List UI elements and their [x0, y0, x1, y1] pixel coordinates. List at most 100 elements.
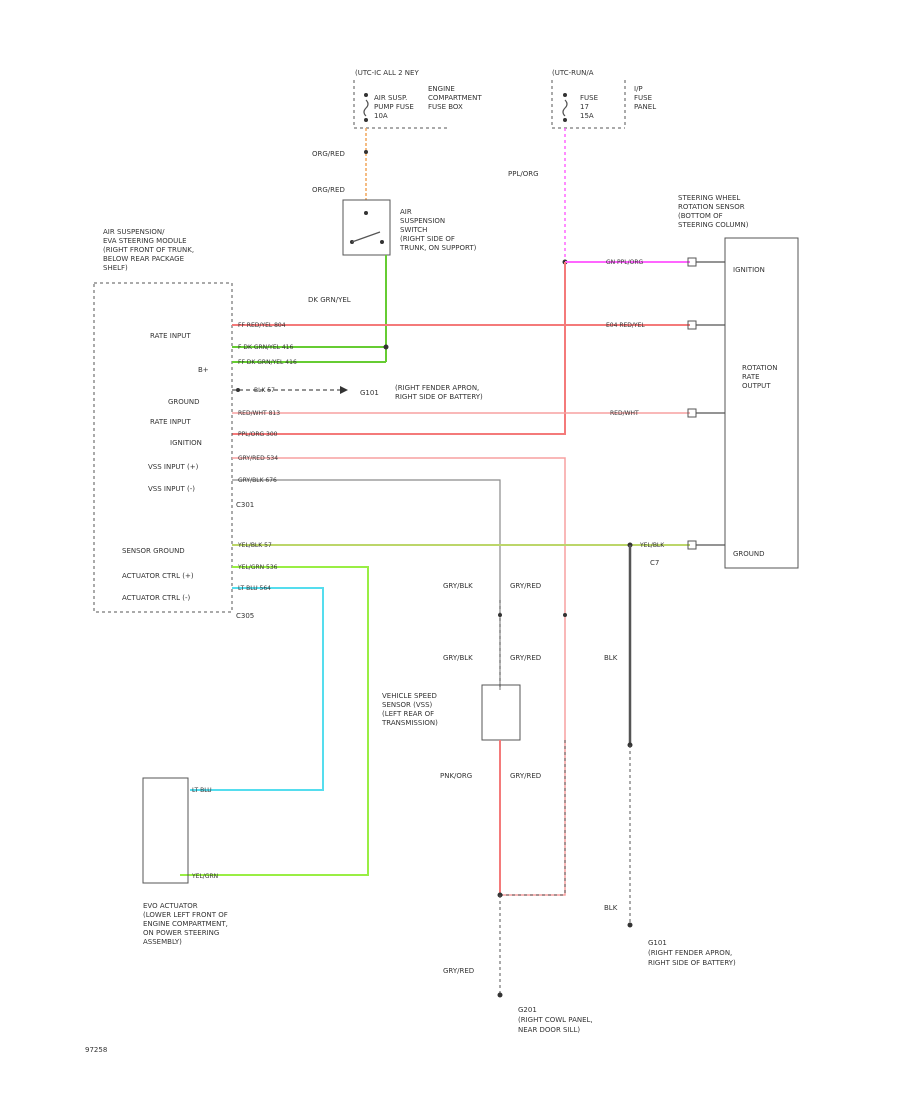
evo-label-line-1: EVO ACTUATOR [143, 902, 198, 910]
gry-red-label-4: GRY/RED [443, 967, 474, 975]
module-outline [93, 282, 233, 613]
blk-ground-arrow [340, 386, 348, 394]
fuse-panel-2-location-line-3: PANEL [634, 103, 656, 111]
vss-connector-1b [563, 613, 567, 617]
fuse-block-engine-compartment: (UTC-IC ALL 2 NEY AIR SUSP. PUMP FUSE 10… [353, 69, 482, 129]
gry-red-wire [232, 457, 566, 896]
module-connector-c301: C301 [236, 501, 254, 509]
g201-label: G201 [518, 1006, 537, 1014]
sensor-title-line-1: STEERING WHEEL [678, 194, 740, 202]
evo-label-line-3: ENGINE COMPARTMENT, [143, 920, 228, 928]
sensor-rate-label: RATE [742, 373, 760, 381]
sensor-ppl-org-label: GN PPL/ORG [606, 259, 644, 266]
g101-lower-location-1: (RIGHT FENDER APRON, [648, 949, 732, 957]
gry-red-label-3: GRY/RED [510, 772, 541, 780]
evo-lt-blu-label: LT BLU [192, 787, 212, 794]
sensor-connector-label: C7 [650, 559, 659, 567]
evo-label-line-5: ASSEMBLY) [143, 938, 182, 946]
module-connector-c305: C305 [236, 612, 254, 620]
ppl-org-down-to-module [232, 262, 566, 435]
sensor-red-wht-label: RED/WHT [610, 410, 639, 417]
fuse-2-terminal-top [563, 93, 567, 97]
evo-label-line-4: ON POWER STEERING [143, 929, 219, 937]
gry-blk-module-label: GRY/BLK 676 [238, 477, 277, 484]
module-pin-ground: GROUND [168, 398, 200, 406]
g101-upper-location-2: RIGHT SIDE OF BATTERY) [395, 393, 483, 401]
vss-label-line-4: TRANSMISSION) [381, 719, 438, 727]
switch-contact-right [380, 240, 384, 244]
fuse-box-1-location-line-1: ENGINE [428, 85, 455, 93]
fuse-1-label-line-1: AIR SUSP. [374, 94, 407, 102]
switch-label-line-1: AIR [400, 208, 412, 216]
fuse-box-1-location-line-2: COMPARTMENT [428, 94, 482, 102]
sensor-yel-blk-label: YEL/BLK [639, 542, 665, 549]
switch-box [342, 199, 391, 256]
module-pin-rate-input-2: RATE INPUT [150, 418, 191, 426]
ppl-org-label: PPL/ORG [508, 170, 539, 178]
switch-lever [351, 231, 381, 243]
g201-location-1: (RIGHT COWL PANEL, [518, 1016, 593, 1024]
gry-red-module-label: GRY/RED 534 [238, 455, 278, 462]
ppl-org-module-label: PPL/ORG 300 [238, 431, 278, 438]
pnk-org-label: PNK/ORG [440, 772, 472, 780]
switch-label-line-2: SUSPENSION [400, 217, 445, 225]
fuse-panel-2-location-line-1: I/P [634, 85, 643, 93]
g101-lower-location-2: RIGHT SIDE OF BATTERY) [648, 959, 736, 967]
gry-blk-label-2: GRY/BLK [443, 654, 473, 662]
switch-label-line-4: (RIGHT SIDE OF [400, 235, 455, 243]
sensor-title-line-2: ROTATION SENSOR [678, 203, 745, 211]
vss-label-line-2: SENSOR (VSS) [382, 701, 433, 709]
fuse-terminal-top [364, 93, 368, 97]
orange-wire-label-top: ORG/RED [312, 150, 345, 158]
switch-contact-top [364, 211, 368, 215]
fuse-block-1-title: (UTC-IC ALL 2 NEY [355, 69, 419, 77]
vss-box [481, 684, 521, 741]
dk-grn-yel-label-1: F DK GRN/YEL 416 [238, 344, 293, 351]
module-title-line-2: EVA STEERING MODULE [103, 237, 187, 245]
page-id: 97258 [85, 1046, 107, 1054]
fuse-2-label-line-2: 17 [580, 103, 589, 111]
orange-wire-label-bottom: ORG/RED [312, 186, 345, 194]
gry-red-label-2: GRY/RED [510, 654, 541, 662]
sensor-rotation-label: ROTATION [742, 364, 777, 372]
module-pin-vss-minus: VSS INPUT (-) [148, 485, 195, 493]
fuse-panel-2-location-line-2: FUSE [634, 94, 652, 102]
dk-grn-yel-label: DK GRN/YEL [308, 296, 351, 304]
yel-grn-module-label: YEL/GRN 536 [237, 564, 278, 571]
g201-ground-point [497, 992, 503, 998]
g201-location-2: NEAR DOOR SILL) [518, 1026, 580, 1034]
steering-wheel-rotation-sensor: STEERING WHEEL ROTATION SENSOR (BOTTOM O… [606, 194, 799, 569]
dk-grn-splice [383, 344, 389, 350]
module-pin-actuator-plus: ACTUATOR CTRL (+) [122, 572, 194, 580]
blk-label-upper: BLK [604, 654, 618, 662]
lt-blu-module-label: LT BLU 564 [238, 585, 271, 592]
g101-lower-label: G101 [648, 939, 667, 947]
module-pin-ignition: IGNITION [170, 439, 202, 447]
red-yel-module-label: FF RED/YEL 804 [238, 322, 286, 329]
module-pin-rate-input-1: RATE INPUT [150, 332, 191, 340]
lt-blu-wire [190, 587, 324, 791]
dk-grn-yel-label-2: FF DK GRN/YEL 416 [238, 359, 297, 366]
module-title-line-5: SHELF) [103, 264, 128, 272]
fuse-2-label-line-1: FUSE [580, 94, 598, 102]
air-suspension-module: AIR SUSPENSION/ EVA STEERING MODULE (RIG… [93, 228, 254, 620]
g101-upper-location-1: (RIGHT FENDER APRON, [395, 384, 479, 392]
blk-ground-terminal [236, 388, 240, 392]
blk-label-lower: BLK [604, 904, 618, 912]
fuse-2-label-line-3: 15A [580, 112, 594, 120]
fuse-box-1-location-line-3: FUSE BOX [428, 103, 463, 111]
fuse-terminal-bottom [364, 118, 368, 122]
module-title-line-3: (RIGHT FRONT OF TRUNK, [103, 246, 194, 254]
module-pin-vss-plus: VSS INPUT (+) [148, 463, 199, 471]
g101-upper-label: G101 [360, 389, 379, 397]
evo-label-line-2: (LOWER LEFT FRONT OF [143, 911, 228, 919]
evo-yel-grn-label: YEL/GRN [191, 873, 218, 880]
sensor-output-label: OUTPUT [742, 382, 771, 390]
sensor-red-yel-label: E04 RED/YEL [606, 322, 645, 329]
vss-connector-1a [498, 613, 502, 617]
module-pin-sensor-ground: SENSOR GROUND [122, 547, 185, 555]
vss-label-line-3: (LEFT REAR OF [382, 710, 434, 718]
fuse-block-ip-panel: (UTC-RUN/A FUSE 17 15A I/P FUSE PANEL [551, 69, 656, 129]
module-pin-b-plus: B+ [198, 366, 209, 374]
sensor-title-line-3: (BOTTOM OF [678, 212, 723, 220]
